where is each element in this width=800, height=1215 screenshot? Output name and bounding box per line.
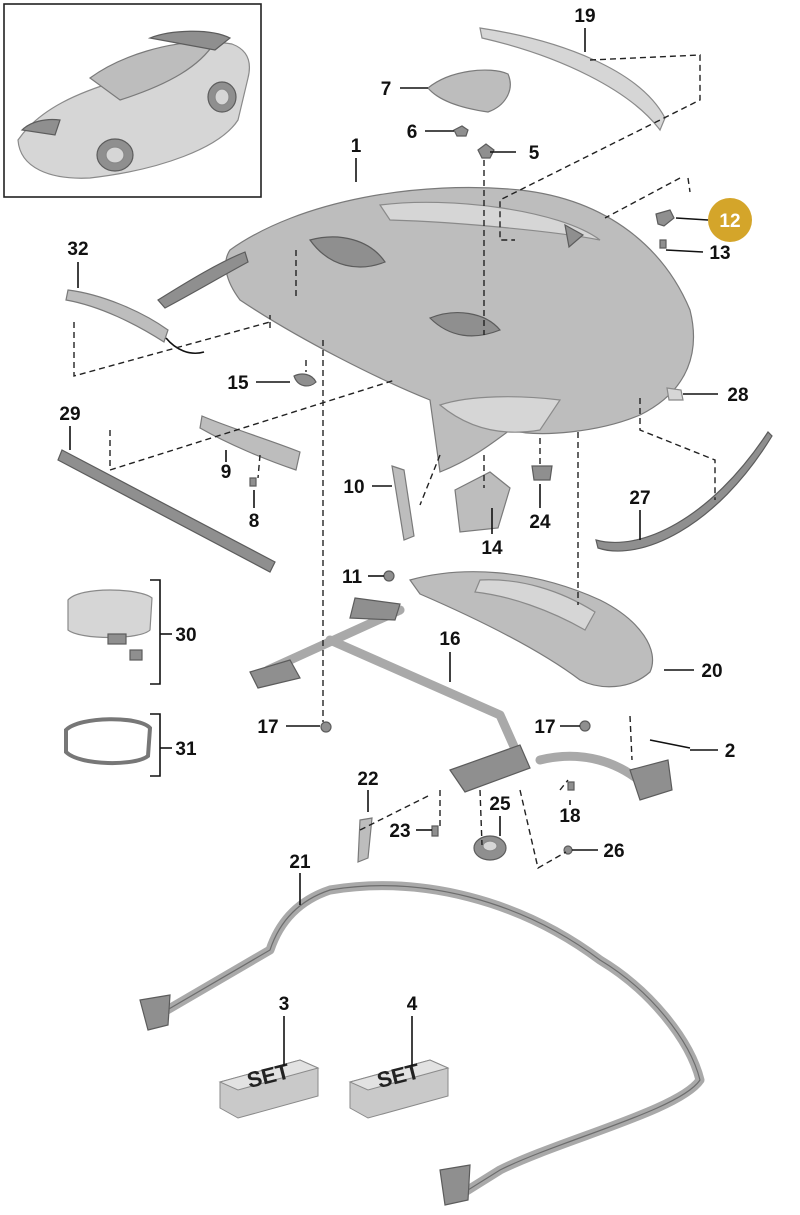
set-box-4: SET: [348, 1058, 450, 1119]
part-9-trim-panel: [199, 415, 301, 471]
callout-22[interactable]: 22: [357, 769, 378, 790]
part-21-large-frame: [139, 881, 705, 1206]
callout-30[interactable]: 30: [175, 625, 196, 646]
part-17-nut-left: [320, 721, 332, 733]
callout-15[interactable]: 15: [227, 373, 249, 394]
part-10-bracket: [391, 465, 415, 541]
callout-4[interactable]: 4: [407, 994, 418, 1015]
callout-12: 12: [719, 211, 740, 232]
part-6-clip: [453, 125, 469, 137]
callout-1[interactable]: 1: [351, 136, 362, 157]
highlighted-callout-12[interactable]: 12: [708, 198, 752, 242]
callout-27[interactable]: 27: [629, 488, 650, 509]
callout-9[interactable]: 9: [221, 462, 232, 483]
callout-21[interactable]: 21: [289, 852, 311, 873]
part-24-bumper: [531, 465, 553, 481]
part-23-screw: [431, 825, 439, 837]
callout-11[interactable]: 11: [342, 567, 363, 588]
dashed-reference-lines: [73, 54, 716, 870]
callout-7[interactable]: 7: [381, 79, 392, 100]
vehicle-thumbnail: [3, 3, 262, 198]
part-16-frame-mechanism: [249, 597, 531, 793]
callout-24[interactable]: 24: [529, 512, 551, 533]
set-box-3: SET: [218, 1058, 320, 1119]
part-25-motor: [473, 835, 507, 861]
callout-2[interactable]: 2: [725, 741, 736, 762]
part-20-inner-liner: [409, 571, 654, 688]
callout-25[interactable]: 25: [489, 794, 511, 815]
part-2-linkage: [535, 739, 691, 801]
part-29-seal-strip: [57, 449, 276, 573]
callout-19[interactable]: 19: [574, 6, 595, 27]
part-14-latch-bracket: [454, 471, 511, 533]
part-27-curved-strip: [595, 431, 773, 552]
part-12-clip: [655, 209, 675, 227]
callout-5[interactable]: 5: [529, 143, 540, 164]
part-17-nut-right: [579, 720, 591, 732]
part-5-fastener: [477, 143, 495, 159]
callout-6[interactable]: 6: [407, 122, 418, 143]
car-illustration: [17, 30, 251, 179]
part-8-screw: [249, 477, 257, 487]
callout-16[interactable]: 16: [439, 629, 460, 650]
callout-14[interactable]: 14: [481, 538, 503, 559]
part-1-hardtop-shell: [157, 186, 695, 473]
callout-17-right[interactable]: 17: [534, 717, 555, 738]
callout-28[interactable]: 28: [727, 385, 748, 406]
callout-17-left[interactable]: 17: [257, 717, 278, 738]
callout-26[interactable]: 26: [603, 841, 624, 862]
part-28-clip: [666, 387, 684, 401]
highlight-badge: [708, 198, 752, 242]
part-7-flap: [427, 69, 511, 113]
callout-13[interactable]: 13: [709, 243, 730, 264]
callout-32[interactable]: 32: [67, 239, 88, 260]
callout-29[interactable]: 29: [59, 404, 80, 425]
part-11-nut: [383, 570, 395, 582]
part-32-rear-trim: [65, 289, 205, 354]
callout-31[interactable]: 31: [175, 739, 197, 760]
callout-labels: 19 7 6 5 1 13 32 15 28 29 9 10 27 8 24 1…: [59, 6, 748, 1015]
part-13-screw: [659, 239, 667, 249]
leader-lines: [69, 28, 718, 1066]
callout-18[interactable]: 18: [559, 806, 580, 827]
part-15-cap: [293, 373, 317, 387]
part-30-seal-set: [67, 589, 153, 661]
callout-10[interactable]: 10: [343, 477, 364, 498]
callout-3[interactable]: 3: [279, 994, 290, 1015]
callout-20[interactable]: 20: [701, 661, 722, 682]
callout-23[interactable]: 23: [389, 821, 410, 842]
part-19-trim-strip: [479, 27, 666, 132]
part-31-seal: [64, 717, 153, 765]
part-18-bolt: [567, 781, 575, 791]
callout-8[interactable]: 8: [249, 511, 260, 532]
